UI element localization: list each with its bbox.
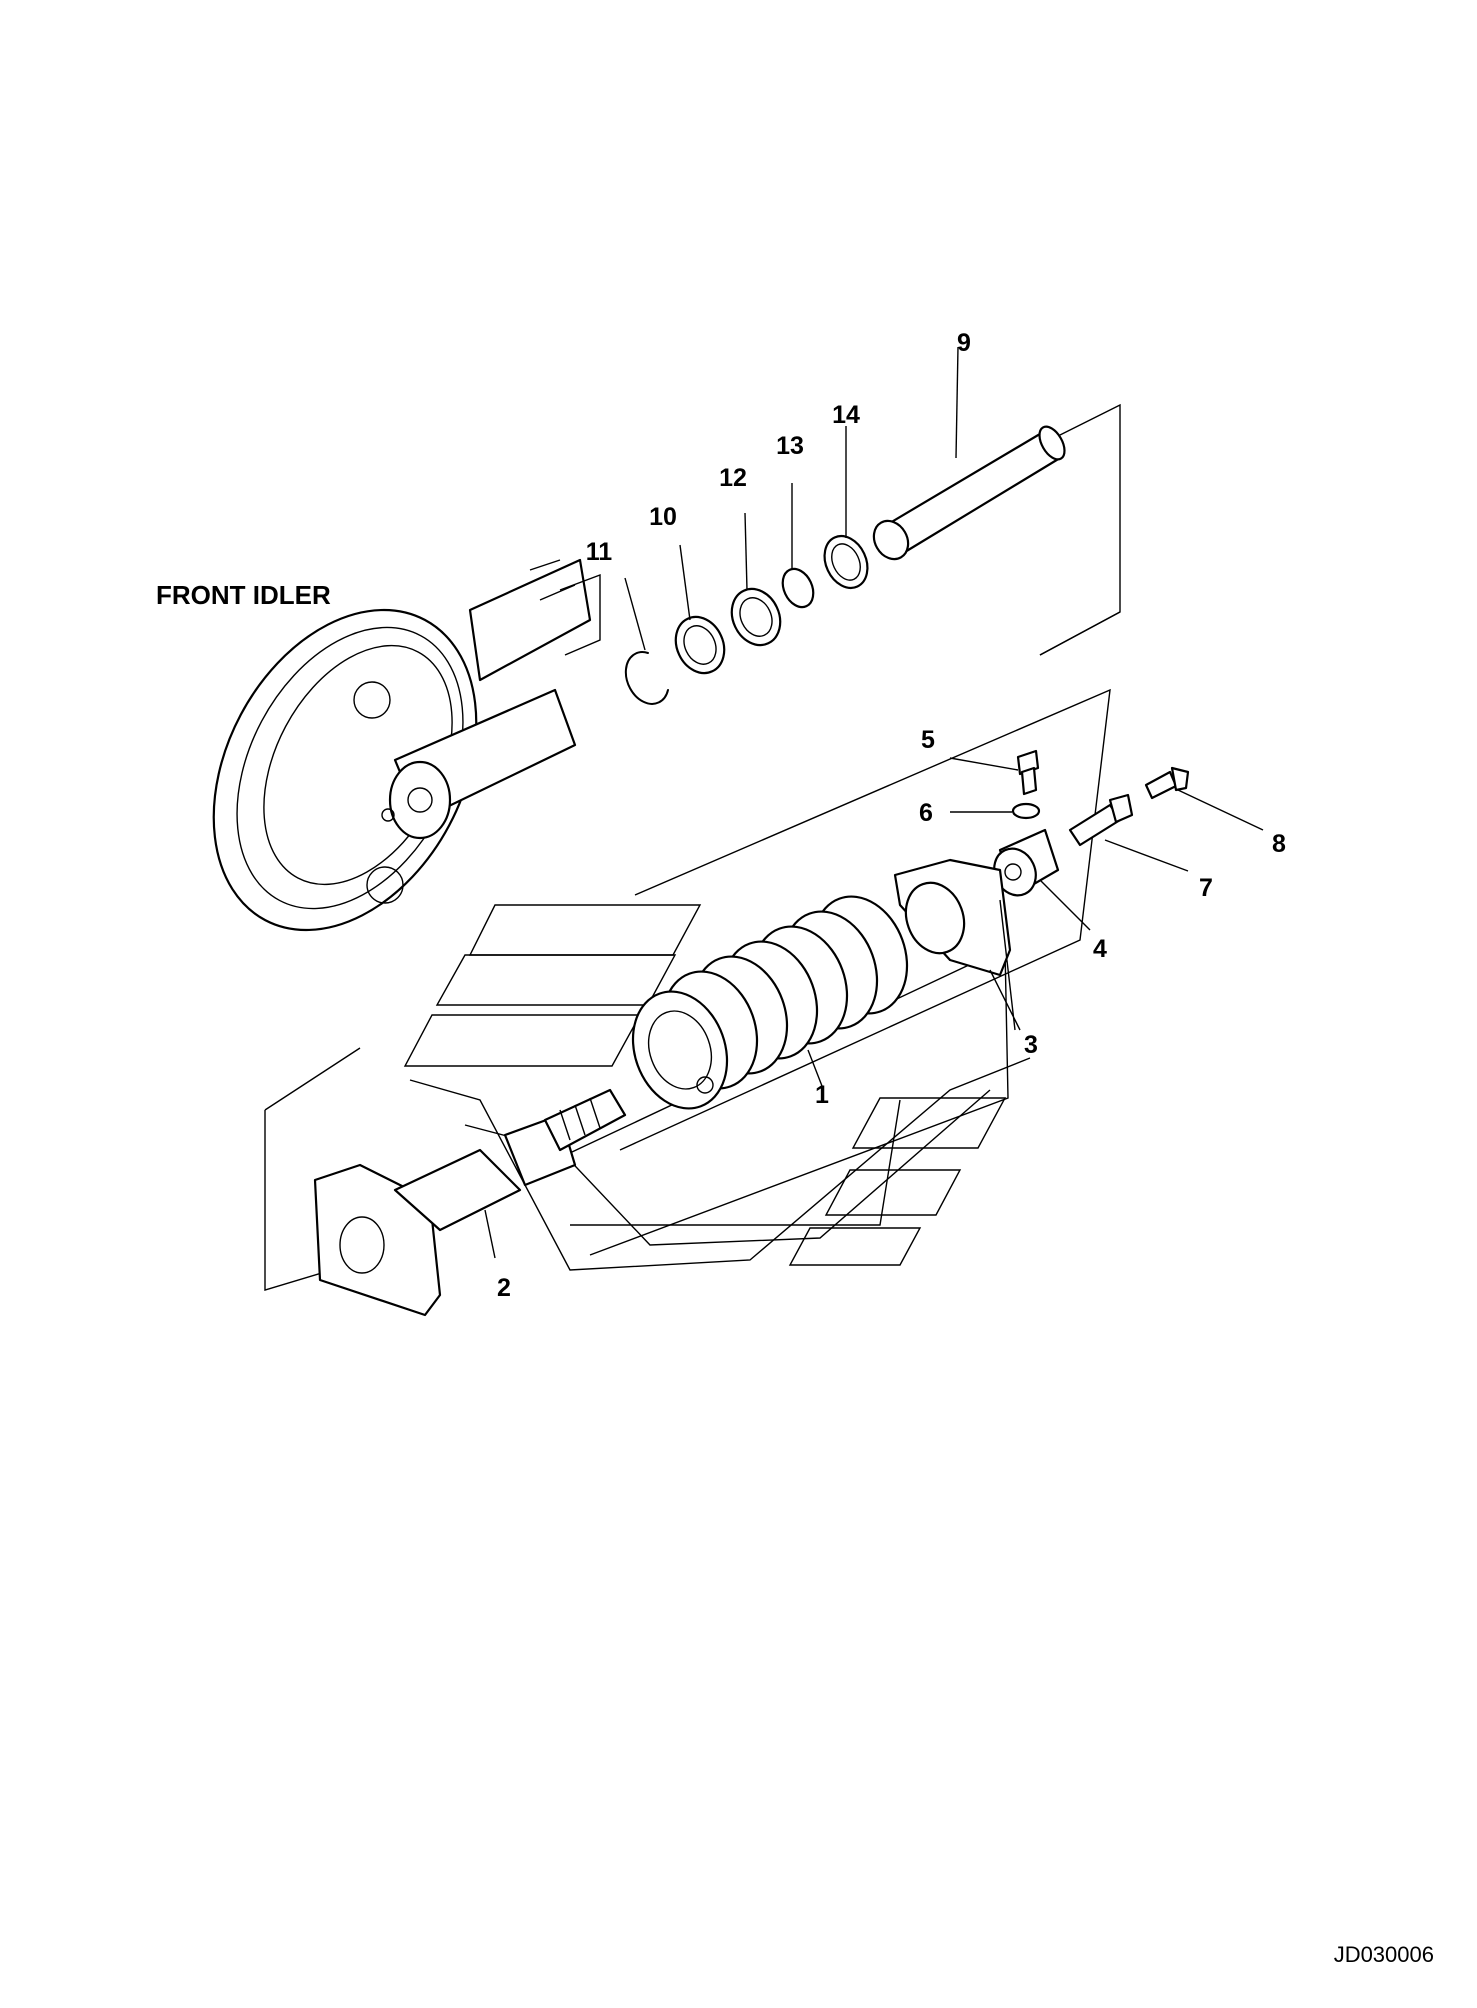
- callout-14: 14: [832, 401, 860, 429]
- snap-ring-part-11: [624, 651, 669, 705]
- bolt-part-5: [1016, 749, 1040, 796]
- ring-part-10: [674, 615, 726, 675]
- callout-11: 11: [586, 538, 613, 566]
- nut-part-4: [993, 828, 1060, 897]
- spring-seat-part-3: [893, 858, 1012, 977]
- spring-part-1: [631, 895, 909, 1110]
- grease-fitting-part-7: [1068, 793, 1134, 847]
- bushing-part-12: [730, 587, 782, 647]
- callout-9: 9: [957, 329, 971, 357]
- callout-2: 2: [497, 1274, 511, 1302]
- front-idler-drawing: [212, 558, 601, 932]
- callout-13: 13: [776, 432, 804, 460]
- callout-12: 12: [719, 464, 747, 492]
- callout-8: 8: [1272, 830, 1286, 858]
- callout-5: 5: [921, 726, 935, 754]
- rod-part-2: [313, 1088, 627, 1317]
- diagram-title: FRONT IDLER: [156, 580, 331, 610]
- callout-6: 6: [919, 799, 933, 827]
- callout-7: 7: [1199, 874, 1213, 902]
- o-ring-part-13: [781, 567, 815, 609]
- callout-3: 3: [1024, 1031, 1038, 1059]
- valve-part-8: [1144, 766, 1190, 800]
- pin-part-9: [872, 425, 1066, 561]
- leader-lines: [484, 346, 1264, 1259]
- callout-10: 10: [649, 503, 677, 531]
- drawing-code: JD030006: [1334, 1942, 1434, 1967]
- callout-4: 4: [1093, 935, 1107, 963]
- ring-part-14: [823, 535, 869, 589]
- callout-1: 1: [815, 1081, 829, 1109]
- washer-part-6: [1011, 802, 1041, 820]
